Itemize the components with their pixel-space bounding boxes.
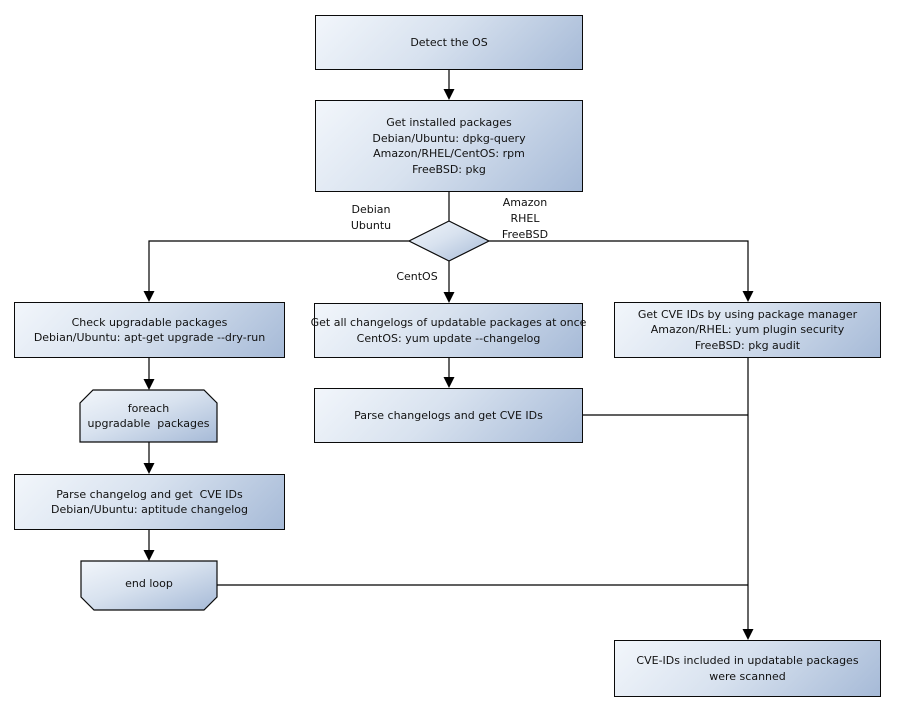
- node-text-line: Get installed packages: [386, 116, 512, 129]
- node-text-line: CentOS: yum update --changelog: [356, 331, 541, 345]
- node-text-line: Amazon/RHEL: yum plugin security: [650, 323, 845, 337]
- edge-label-line: CentOS: [396, 270, 438, 283]
- node-text-line: Amazon/RHEL/CentOS: rpm: [373, 147, 525, 160]
- arrowhead-foreach: [143, 379, 155, 390]
- edge-label-debian-ubuntu: Debian Ubuntu: [345, 202, 397, 234]
- node-text-line: foreach: [127, 401, 170, 415]
- os-decision-diamond: [407, 220, 491, 262]
- node-text-line: Debian/Ubuntu: apt-get upgrade --dry-run: [33, 331, 266, 344]
- node-text-line: FreeBSD: pkg audit: [694, 338, 801, 352]
- arrowhead-end-loop: [143, 550, 155, 561]
- arrowhead-check-upgradable: [143, 291, 155, 302]
- node-text-line: Check upgradable packages: [71, 315, 228, 329]
- arrowhead-scan-result: [742, 629, 754, 640]
- node-scan-result: CVE-IDs included in updatable packages w…: [614, 640, 881, 697]
- node-parse-changelogs: Parse changelogs and get CVE IDs: [314, 388, 583, 443]
- node-text-line: Parse changelog and get CVE IDs: [56, 487, 243, 501]
- node-get-installed-packages: Get installed packages Debian/Ubuntu: dp…: [315, 100, 583, 192]
- node-text-line: upgradable packages: [87, 417, 210, 430]
- edge-decision-to-check-upgradable: [148, 240, 409, 292]
- foreach-loop-label: foreach upgradable packages: [80, 390, 217, 442]
- node-text-line: Parse changelogs and get CVE IDs: [354, 408, 543, 422]
- node-text-line: Debian/Ubuntu: aptitude changelog: [50, 503, 249, 516]
- arrowhead-get-all-changelogs: [443, 292, 455, 303]
- foreach-loop-begin-shape: [79, 389, 218, 443]
- node-text-line: end loop: [125, 577, 173, 591]
- node-text-line: Detect the OS: [410, 35, 488, 49]
- end-loop-label: end loop: [81, 559, 217, 609]
- edge-label-amazon-rhel-freebsd: Amazon RHEL FreeBSD: [498, 195, 552, 243]
- node-get-cve-ids-pkg-manager: Get CVE IDs by using package manager Ama…: [614, 302, 881, 358]
- node-parse-changelog-debian: Parse changelog and get CVE IDs Debian/U…: [14, 474, 285, 530]
- node-text-line: were scanned: [709, 669, 786, 683]
- edge-label-centos: CentOS: [391, 269, 443, 285]
- node-get-all-changelogs: Get all changelogs of updatable packages…: [311, 303, 586, 358]
- arrowhead-parse-changelogs: [443, 377, 455, 388]
- end-loop-shape: [80, 560, 218, 611]
- edge-label-line: RHEL: [510, 212, 540, 225]
- node-text-line: Debian/Ubuntu: dpkg-query: [372, 131, 526, 145]
- node-text-line: CVE-IDs included in updatable packages: [636, 654, 859, 667]
- node-detect-os: Detect the OS: [315, 15, 583, 70]
- node-text-line: Get CVE IDs by using package manager: [637, 307, 858, 321]
- node-check-upgradable-packages: Check upgradable packages Debian/Ubuntu:…: [14, 302, 285, 358]
- node-text-line: FreeBSD: pkg: [412, 162, 486, 176]
- node-text-line: Get all changelogs of updatable packages…: [310, 316, 587, 329]
- edge-decision-to-get-cve-ids: [489, 240, 749, 292]
- arrowhead-get-cve-ids: [742, 291, 754, 302]
- edge-label-line: Ubuntu: [350, 219, 392, 232]
- edge-label-line: FreeBSD: [501, 228, 549, 241]
- arrowhead-installed: [443, 89, 455, 100]
- edge-label-line: Amazon: [502, 196, 548, 209]
- arrowhead-parse-changelog: [143, 463, 155, 474]
- edge-label-line: Debian: [351, 203, 391, 216]
